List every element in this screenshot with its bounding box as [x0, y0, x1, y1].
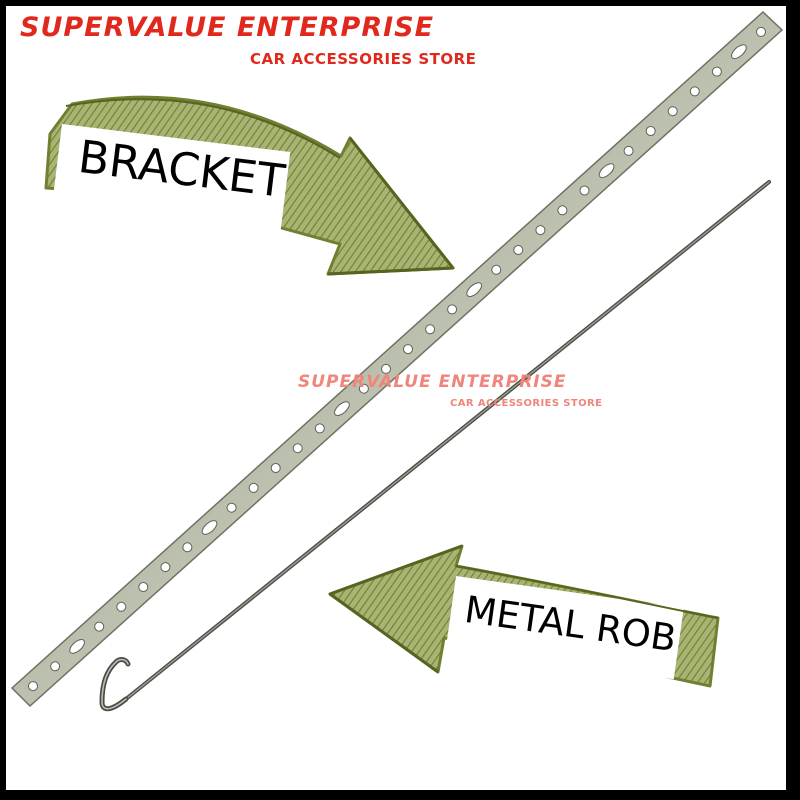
- bracket-hole: [50, 661, 61, 672]
- bracket-hole: [403, 344, 413, 355]
- bracket-hole: [711, 66, 722, 77]
- bracket-hole: [69, 639, 85, 654]
- bracket-hole: [116, 601, 127, 612]
- bracket-hole: [535, 225, 546, 236]
- bracket-hole: [160, 562, 171, 573]
- bracket-hole: [491, 264, 502, 275]
- metal-rod: [99, 180, 771, 712]
- bracket-hole: [358, 383, 369, 394]
- product-photo: SUPERVALUE ENTERPRISE CAR ACCESSORIES ST…: [6, 6, 786, 790]
- brand-subtitle: CAR ACCESSORIES STORE: [250, 50, 477, 68]
- bracket-hole: [381, 363, 391, 374]
- bracket-hole: [28, 681, 38, 692]
- bracket-hole: [557, 205, 568, 216]
- bracket-hole: [667, 106, 678, 117]
- bracket-hole: [756, 26, 767, 37]
- bracket-hole: [598, 163, 615, 179]
- bracket-hole: [292, 443, 303, 454]
- bracket-hole: [138, 582, 149, 592]
- bracket-hole: [731, 44, 747, 60]
- bracket-arrow-icon: [44, 95, 455, 276]
- bracket-hole: [334, 401, 350, 416]
- bracket-hole: [248, 482, 259, 493]
- bracket-hole: [270, 463, 281, 473]
- bracket-strip: [10, 10, 784, 708]
- bracket-hole: [466, 282, 483, 297]
- bracket-hole: [94, 621, 105, 632]
- watermark-title: SUPERVALUE ENTERPRISE: [298, 372, 567, 392]
- rod-arrow-icon: [328, 544, 720, 688]
- bracket-hole: [201, 520, 218, 535]
- product-illustration: [10, 10, 784, 712]
- bracket-hole: [689, 86, 700, 97]
- bracket-hole: [579, 185, 590, 196]
- bracket-hole: [226, 502, 237, 513]
- bracket-hole: [513, 245, 524, 255]
- bracket-hole: [314, 423, 325, 434]
- bracket-hole: [623, 145, 634, 156]
- watermark-subtitle: CAR ACCESSORIES STORE: [450, 398, 603, 409]
- brand-title: SUPERVALUE ENTERPRISE: [20, 12, 435, 43]
- bracket-hole: [182, 542, 193, 553]
- bracket-hole: [645, 126, 656, 136]
- bracket-hole: [425, 324, 436, 335]
- bracket-hole: [447, 304, 458, 315]
